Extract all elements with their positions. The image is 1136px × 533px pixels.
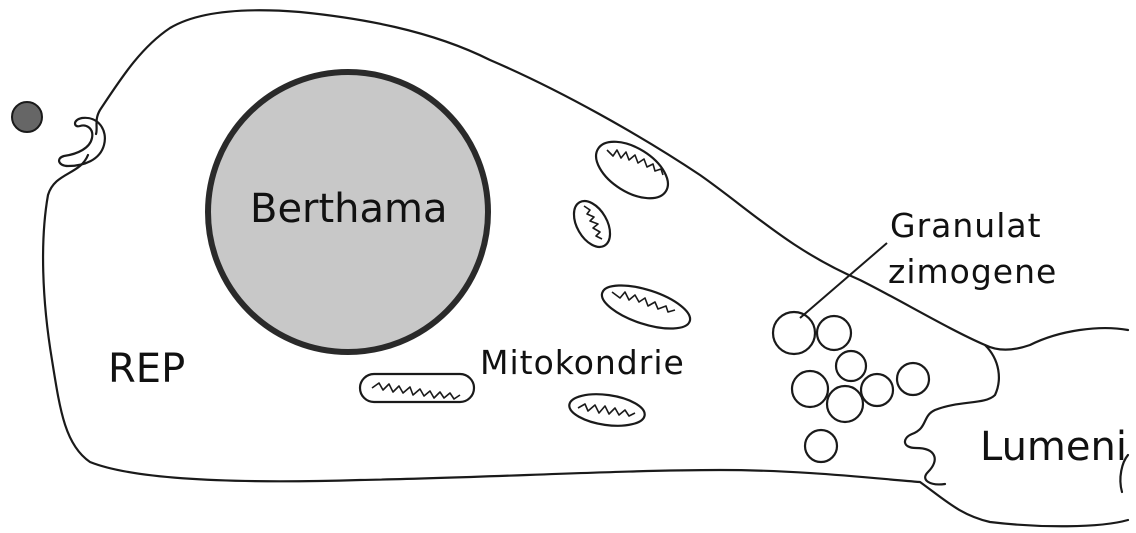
lumen-label: Lumeni: [980, 424, 1127, 470]
mitochondrion: [567, 390, 646, 430]
granule: [773, 312, 815, 354]
granule: [792, 371, 828, 407]
mitochondrion: [586, 130, 677, 210]
granule: [817, 316, 851, 350]
rep-label: REP: [108, 346, 185, 392]
granule: [827, 386, 863, 422]
granule: [805, 430, 837, 462]
endocytic-vesicle: [59, 118, 105, 166]
granule: [836, 351, 866, 381]
granule: [861, 374, 893, 406]
granules-label-line1: Granulat: [890, 206, 1042, 245]
granules-leader-line: [800, 243, 887, 318]
mitochondria-label: Mitokondrie: [480, 343, 685, 382]
nucleus-label: Berthama: [250, 186, 448, 232]
mitochondrion: [597, 277, 695, 338]
extracellular-particle: [12, 102, 42, 132]
granule: [897, 363, 929, 395]
granules-label-line2: zimogene: [888, 252, 1057, 291]
mitochondrion: [360, 374, 474, 402]
mitochondrion: [567, 195, 618, 253]
